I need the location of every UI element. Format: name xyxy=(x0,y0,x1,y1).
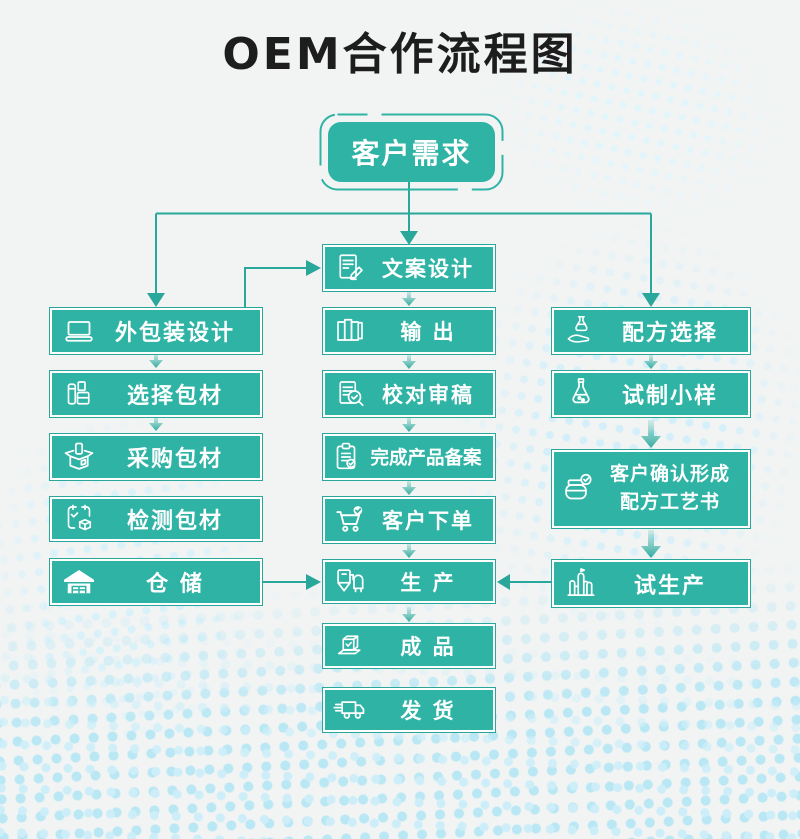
node-label: 输 出 xyxy=(400,320,456,344)
node-label-line1: 客户确认形成 xyxy=(609,463,730,486)
node-finished-product: 成 品 xyxy=(322,623,496,669)
cream-jar-check-icon xyxy=(554,470,602,508)
down-arrow-icon xyxy=(149,353,163,368)
node-label: 客户确认形成 配方工艺书 xyxy=(602,461,748,516)
node-label: 试生产 xyxy=(633,573,706,599)
warehouse-icon xyxy=(52,564,106,600)
node-production: 生 产 xyxy=(322,559,496,604)
node-label: 配方选择 xyxy=(621,321,718,346)
down-arrow-icon xyxy=(402,354,416,369)
down-arrow-icon xyxy=(402,607,416,622)
cart-check-icon xyxy=(325,501,375,539)
node-label: 试制小样 xyxy=(621,384,718,409)
node-purchase-materials: 采购包材 xyxy=(49,433,263,481)
node-trial-sample: 试制小样 xyxy=(551,370,751,418)
inspect-clipboard-icon xyxy=(52,501,106,537)
node-label: 客户下单 xyxy=(382,509,474,533)
node-inspect-materials: 检测包材 xyxy=(49,496,263,542)
packaging-bottles-icon xyxy=(52,376,106,412)
node-label: 成 品 xyxy=(400,635,456,659)
proofread-magnifier-icon xyxy=(325,376,375,412)
node-proofread: 校对审稿 xyxy=(322,370,496,418)
node-label: 检测包材 xyxy=(126,509,223,534)
node-label: 发 货 xyxy=(400,699,456,723)
down-arrow-icon xyxy=(149,416,163,431)
delivery-truck-icon xyxy=(325,691,375,729)
node-label: 完成产品备案 xyxy=(370,448,482,469)
down-arrow-icon xyxy=(641,530,661,558)
down-arrow-icon xyxy=(644,354,658,369)
node-outer-packaging-design: 外包装设计 xyxy=(49,307,263,355)
down-arrow-icon xyxy=(402,417,416,432)
node-trial-production: 试生产 xyxy=(551,559,751,608)
trial-production-icon xyxy=(554,565,608,603)
purchase-box-icon xyxy=(52,438,106,476)
production-tanks-icon xyxy=(325,563,375,601)
down-arrow-icon xyxy=(641,420,661,448)
node-output: 输 出 xyxy=(322,307,496,355)
document-pen-icon xyxy=(325,250,375,286)
node-customer-demand: 客户需求 xyxy=(328,122,495,182)
start-node-label: 客户需求 xyxy=(351,137,472,170)
node-shipping: 发 货 xyxy=(322,687,496,733)
node-label: 选择包材 xyxy=(126,384,223,409)
node-warehouse: 仓 储 xyxy=(49,558,263,606)
down-arrow-icon xyxy=(402,480,416,495)
node-label: 生 产 xyxy=(400,570,456,595)
down-arrow-icon xyxy=(402,291,416,306)
node-formula-confirmation: 客户确认形成 配方工艺书 xyxy=(551,449,751,529)
sample-flask-icon xyxy=(554,375,608,413)
node-formula-selection: 配方选择 xyxy=(551,307,751,355)
node-label: 外包装设计 xyxy=(114,321,235,346)
node-label: 文案设计 xyxy=(382,257,474,281)
node-customer-order: 客户下单 xyxy=(322,496,496,544)
brochure-icon xyxy=(325,313,375,349)
laptop-icon xyxy=(52,313,106,349)
node-select-materials: 选择包材 xyxy=(49,370,263,418)
node-label: 校对审稿 xyxy=(382,383,474,407)
finished-box-icon xyxy=(325,628,375,664)
node-label: 采购包材 xyxy=(126,447,223,472)
filing-clipboard-icon xyxy=(325,440,367,474)
page-title: OEM合作流程图 xyxy=(222,29,578,80)
node-copy-design: 文案设计 xyxy=(322,244,496,292)
hand-flask-icon xyxy=(554,312,608,350)
node-product-filing: 完成产品备案 xyxy=(322,433,496,481)
node-label: 仓 储 xyxy=(146,572,204,597)
down-arrow-icon xyxy=(402,543,416,558)
node-label-line2: 配方工艺书 xyxy=(619,491,720,513)
